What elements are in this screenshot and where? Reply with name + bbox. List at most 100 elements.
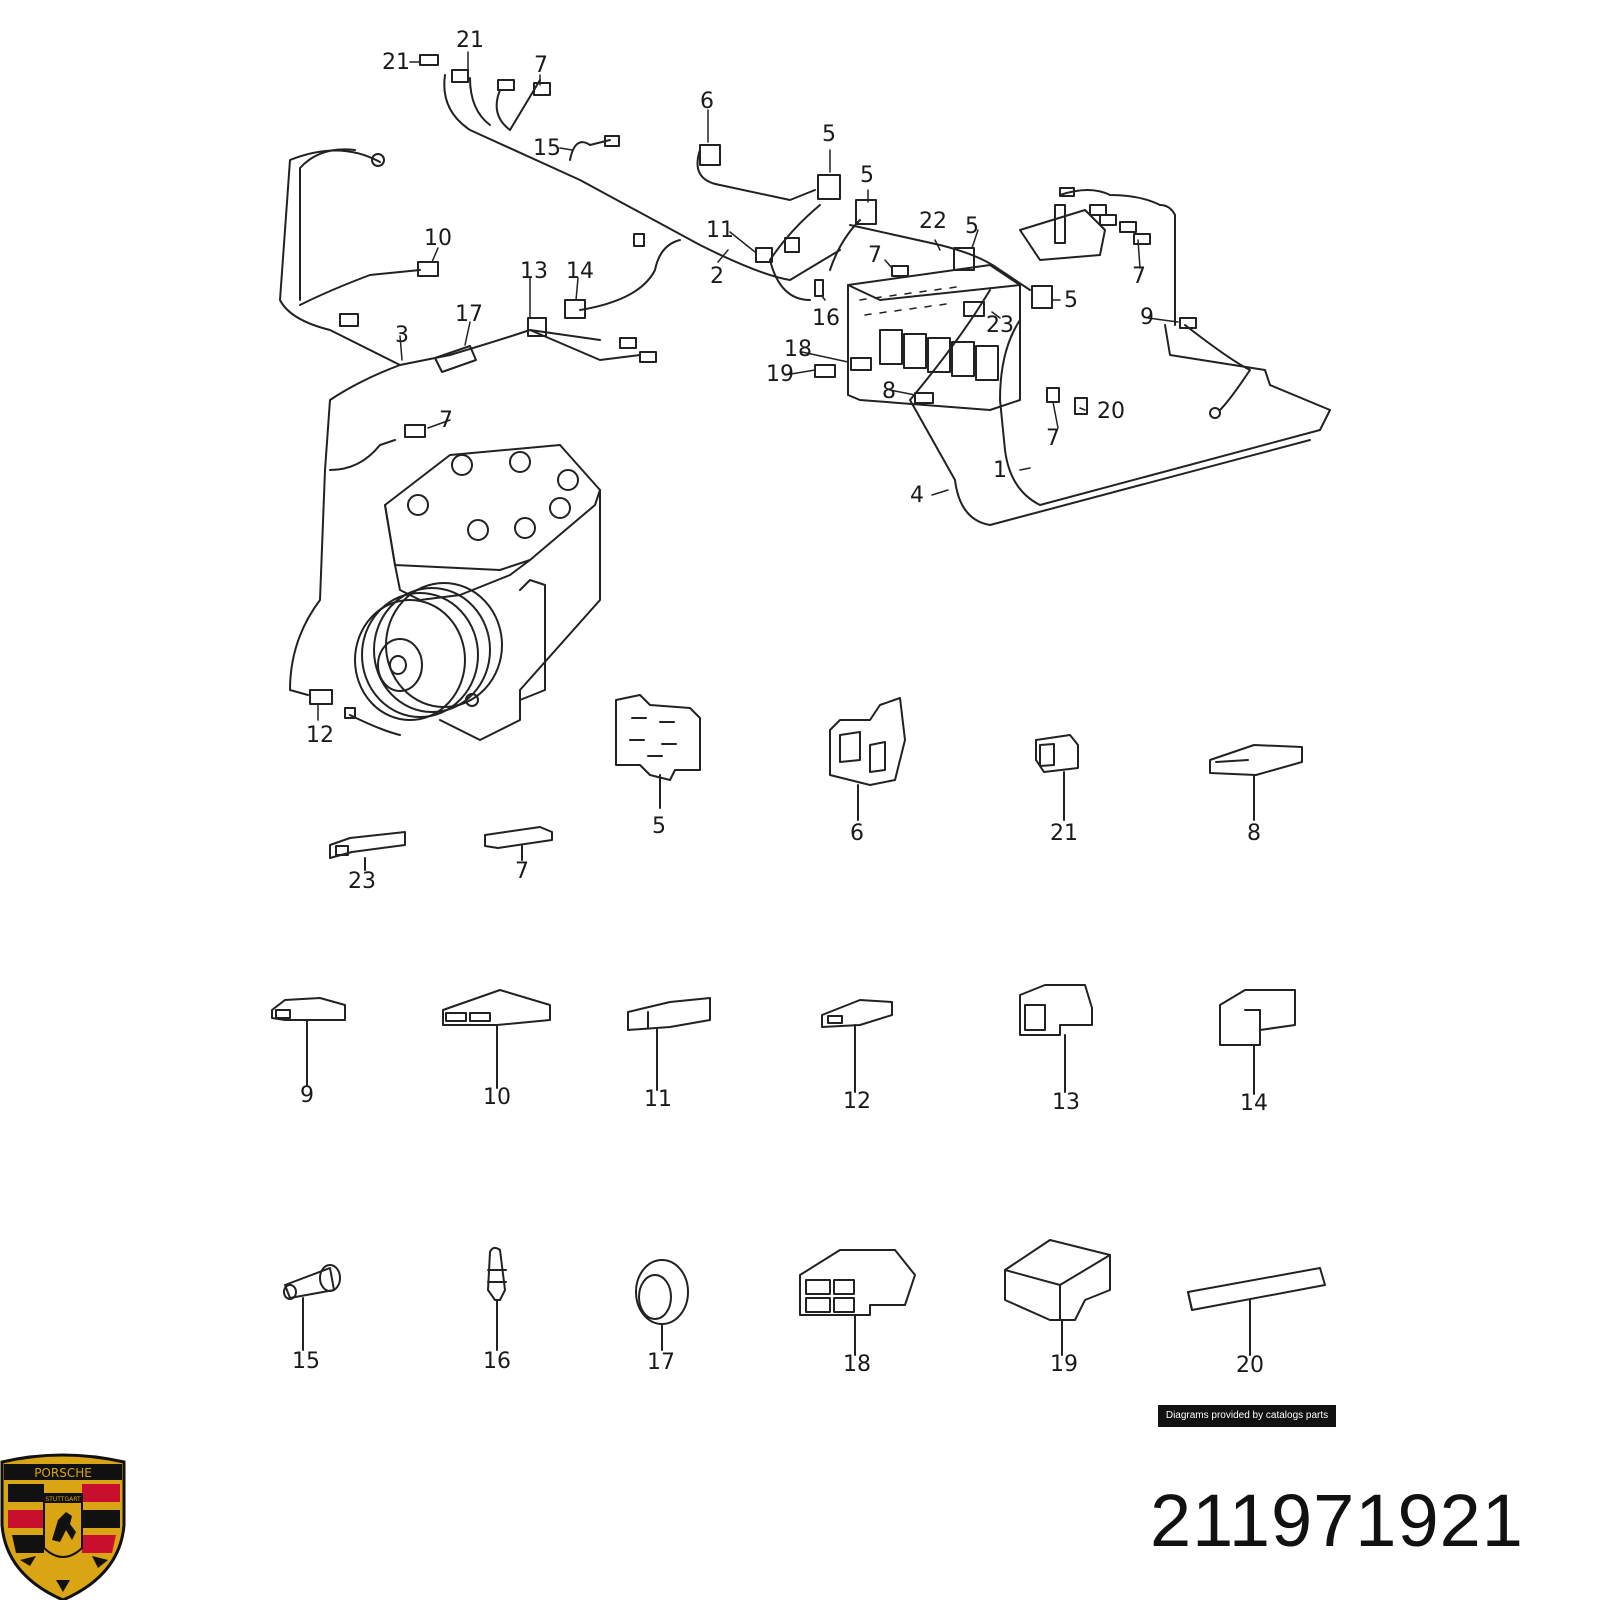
- harness-wire-top: [443, 74, 841, 281]
- part-6-connector: [829, 697, 906, 821]
- label-15: 15: [533, 136, 561, 161]
- connector-19: [814, 364, 836, 378]
- connector-15-side: [604, 135, 620, 147]
- part-16-terminal: [487, 1246, 507, 1351]
- part-number: 211971921: [1150, 1479, 1524, 1562]
- connector-11b: [784, 237, 800, 253]
- part-label-18: 18: [843, 1352, 871, 1377]
- connector-r5: [1133, 233, 1151, 245]
- part-23-connector: [329, 831, 406, 871]
- part-label-10: 10: [483, 1085, 511, 1110]
- connector-14: [564, 299, 586, 319]
- part-label-11: 11: [644, 1087, 672, 1112]
- relay-board-edge: [847, 284, 1021, 301]
- connector-20: [1074, 397, 1088, 415]
- part-19-housing: [1004, 1239, 1111, 1356]
- connector-branch-b: [639, 351, 657, 363]
- part-label-16: 16: [483, 1349, 511, 1374]
- harness-wire-4: [909, 289, 1311, 526]
- connector-mid: [633, 233, 645, 247]
- connector-12: [309, 689, 333, 705]
- part-12-connector: [821, 999, 893, 1093]
- connector-r3: [1099, 214, 1117, 226]
- label-7b: 7: [868, 243, 882, 268]
- part-label-21: 21: [1050, 821, 1078, 846]
- label-7e: 7: [439, 408, 453, 433]
- part-label-13: 13: [1052, 1090, 1080, 1115]
- part-label-7: 7: [515, 859, 529, 884]
- label-7c: 7: [1132, 264, 1146, 289]
- harness-wire-left: [279, 149, 401, 696]
- part-label-9: 9: [300, 1083, 314, 1108]
- part-label-8: 8: [1247, 821, 1261, 846]
- part-label-19: 19: [1050, 1352, 1078, 1377]
- connector-21a: [419, 54, 439, 66]
- relay-board-cells: [879, 329, 999, 381]
- connector-top: [497, 79, 515, 91]
- part-label-17: 17: [647, 1350, 675, 1375]
- label-16: 16: [812, 306, 840, 331]
- label-19: 19: [766, 362, 794, 387]
- label-5c: 5: [965, 214, 979, 239]
- part-label-15: 15: [292, 1349, 320, 1374]
- relay-socket-5c: [953, 247, 975, 271]
- label-7-top: 7: [534, 53, 548, 78]
- connector-left: [339, 313, 359, 327]
- connector-9: [1179, 317, 1197, 329]
- label-7d: 7: [1046, 426, 1060, 451]
- part-7-flat-connector: [484, 826, 553, 861]
- label-12: 12: [306, 723, 334, 748]
- crest-text-porsche: PORSCHE: [34, 1466, 92, 1480]
- relay-socket-5b: [855, 199, 877, 225]
- part-label-14: 14: [1240, 1091, 1268, 1116]
- part-label-6: 6: [850, 821, 864, 846]
- label-8: 8: [882, 379, 896, 404]
- connector-13: [527, 317, 547, 337]
- label-9: 9: [1140, 305, 1154, 330]
- label-20: 20: [1097, 399, 1125, 424]
- part-label-23: 23: [348, 869, 376, 894]
- harness-wire-9: [1184, 324, 1251, 411]
- connector-18: [850, 357, 872, 371]
- label-4: 4: [910, 483, 924, 508]
- connector-r2: [1089, 204, 1107, 216]
- label-5d: 5: [1064, 288, 1078, 313]
- connector-7-mid: [891, 265, 909, 277]
- part-13-connector: [1019, 984, 1093, 1093]
- ring-terminal: [371, 153, 385, 167]
- terminal-12b: [344, 707, 356, 719]
- part-21-connector: [1035, 734, 1079, 821]
- leader-lines: [317, 51, 1179, 721]
- part-15-pin: [283, 1264, 341, 1351]
- part-5-relay-socket: [615, 694, 701, 809]
- connector-11: [755, 247, 773, 263]
- connector-10: [417, 261, 439, 277]
- relay-board-slots: [859, 286, 957, 316]
- harness-wire-5: [769, 204, 821, 301]
- harness-wire-7-compressor: [329, 439, 396, 471]
- connector-6-harness: [699, 144, 721, 166]
- relay-board: [847, 264, 1021, 411]
- part-9-connector: [271, 997, 346, 1086]
- label-13: 13: [520, 259, 548, 284]
- part-14-connector: [1219, 989, 1296, 1095]
- harness-wire-15: [569, 139, 611, 161]
- label-6: 6: [700, 89, 714, 114]
- part-label-5: 5: [652, 814, 666, 839]
- porsche-crest-logo: PORSCHE STUTTGART: [0, 1453, 126, 1602]
- harness-wire-1: [999, 319, 1331, 506]
- harness-wire-6: [696, 149, 816, 201]
- ring-terminal-9: [1209, 407, 1221, 419]
- harness-wire-top-2: [469, 77, 491, 126]
- ac-compressor: [354, 444, 601, 741]
- relay-socket-5a: [817, 174, 841, 200]
- part-20-sleeve: [1187, 1267, 1326, 1356]
- harness-wire-7-right: [1059, 189, 1161, 206]
- label-10: 10: [424, 226, 452, 251]
- label-21b: 21: [456, 28, 484, 53]
- harness-wire-left-inner: [299, 148, 356, 301]
- bracket-post: [1054, 204, 1066, 244]
- label-21a: 21: [382, 50, 410, 75]
- part-10-connector: [442, 989, 551, 1089]
